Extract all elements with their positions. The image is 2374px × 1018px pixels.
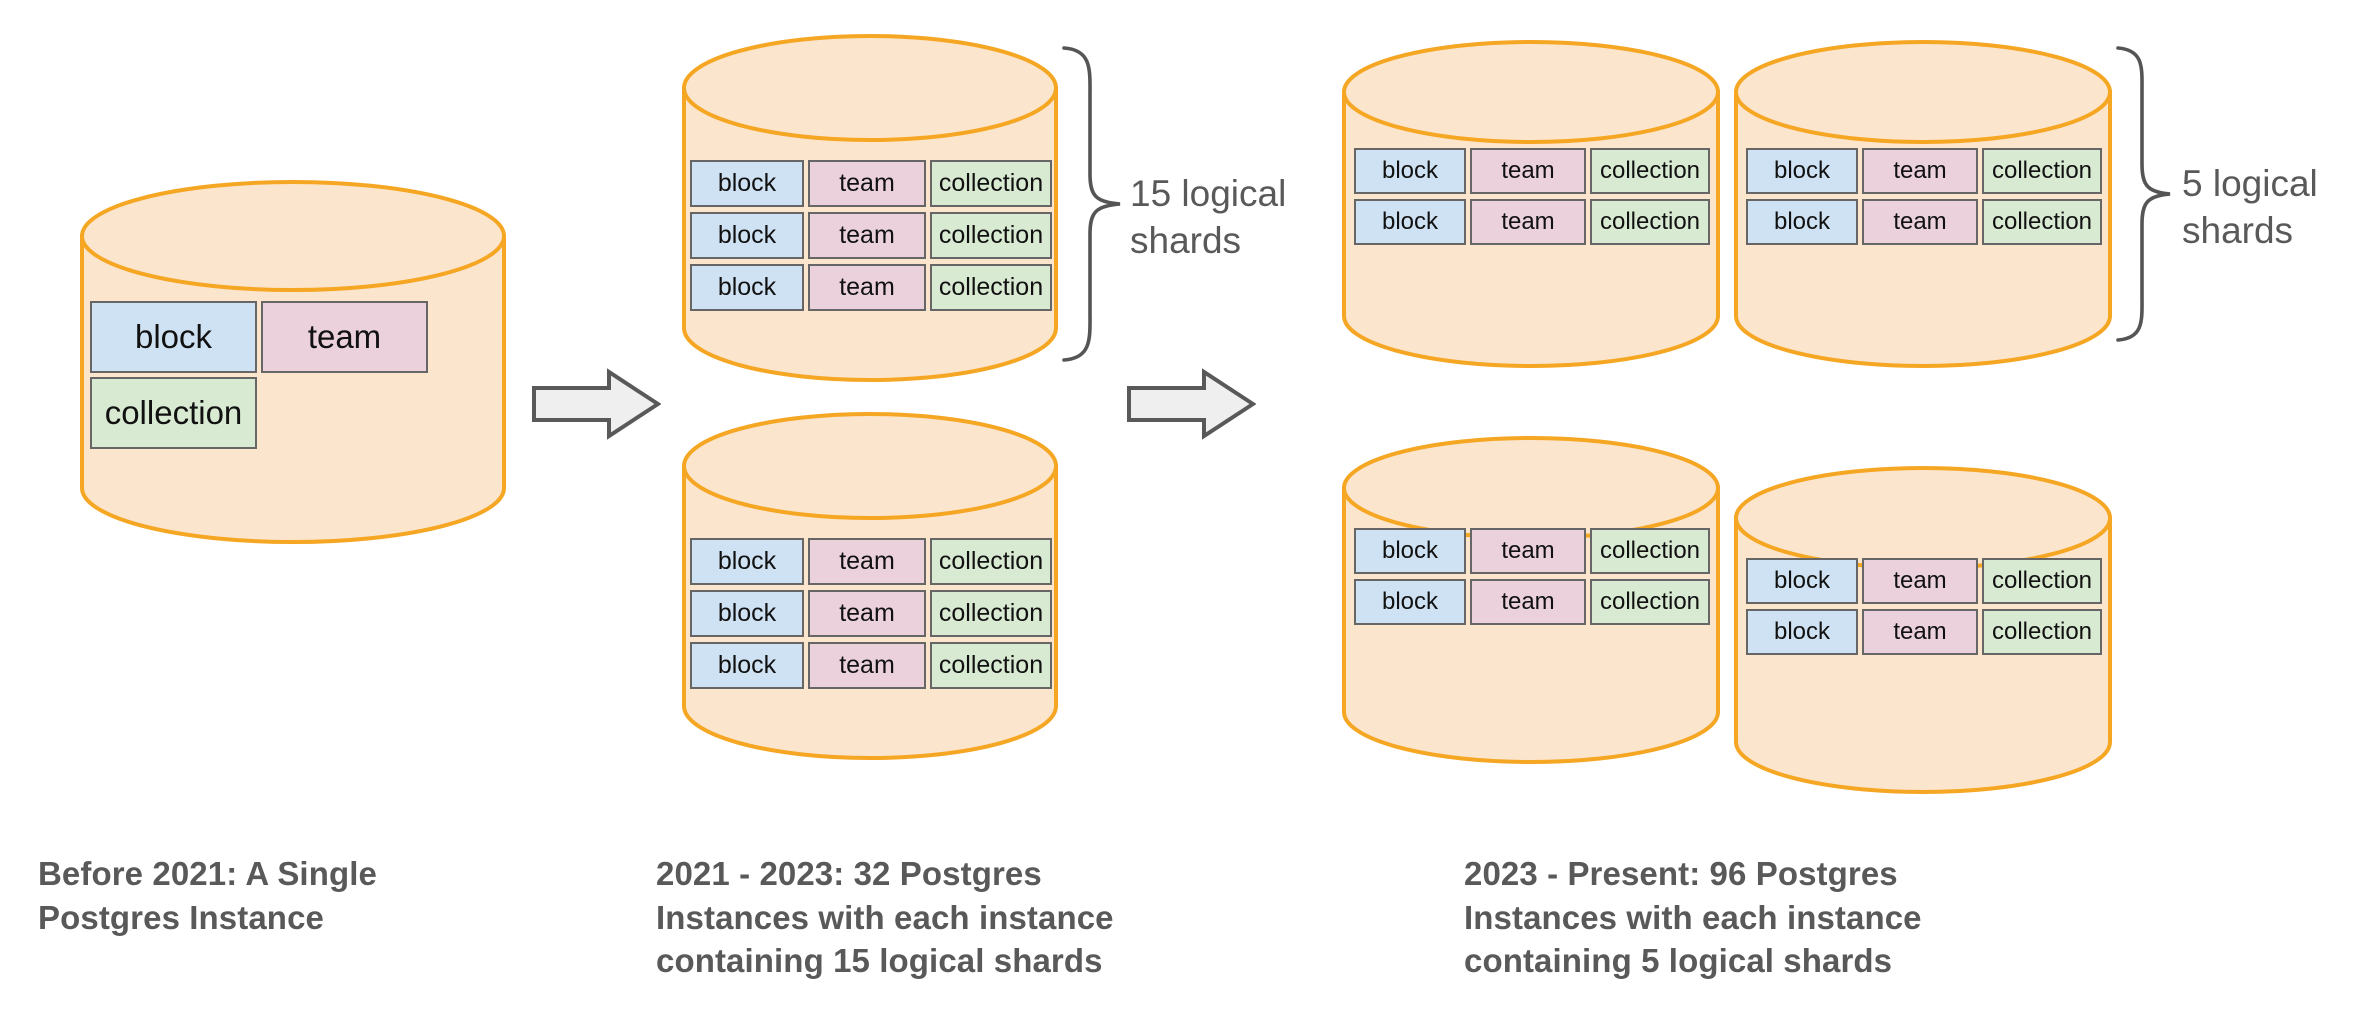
stage2-top-shard-grid: block team collection block team collect… [690,160,1052,311]
stage3-cylinder-bottom-right: block team collection block team collect… [1732,466,2114,796]
shard-team[interactable]: team [1470,579,1586,625]
shard-block[interactable]: block [1746,148,1858,194]
stage3-brace [2116,46,2171,342]
stage2-brace [1062,46,1121,362]
shard-collection[interactable]: collection [930,264,1052,311]
stage1-cylinder: block team collection [78,178,508,546]
shard-collection[interactable]: collection [1590,199,1710,245]
shard-team[interactable]: team [808,160,926,207]
shard-collection[interactable]: collection [1982,609,2102,655]
shard-team[interactable]: team [808,538,926,585]
shard-collection[interactable]: collection [930,160,1052,207]
shard-team[interactable]: team [1862,609,1978,655]
shard-collection[interactable]: collection [1590,579,1710,625]
shard-block[interactable]: block [690,212,804,259]
shard-block[interactable]: block [1354,528,1466,574]
shard-block[interactable]: block [1746,199,1858,245]
stage3-cylinder-bottom-left: block team collection block team collect… [1340,436,1722,766]
shard-block[interactable]: block [1746,609,1858,655]
shard-block[interactable]: block [690,590,804,637]
stage1-shard-grid: block team collection [90,301,428,449]
shard-block[interactable]: block [690,264,804,311]
shard-team[interactable]: team [808,212,926,259]
shard-team[interactable]: team [1470,528,1586,574]
stage2-brace-label: 15 logical shards [1130,173,1287,262]
shard-collection[interactable]: collection [1590,148,1710,194]
shard-team[interactable]: team [1470,199,1586,245]
shard-team[interactable]: team [808,642,926,689]
shard-block[interactable]: block [690,538,804,585]
stage3-caption: 2023 - Present: 96 Postgres Instances wi… [1464,855,1922,980]
shard-team[interactable]: team [1862,199,1978,245]
shard-team[interactable]: team [1862,148,1978,194]
shard-collection[interactable]: collection [1982,199,2102,245]
shard-team[interactable]: team [808,590,926,637]
shard-block[interactable]: block [690,160,804,207]
shard-collection[interactable]: collection [1590,528,1710,574]
shard-collection[interactable]: collection [1982,148,2102,194]
stage2-cylinder-bottom: block team collection block team collect… [680,410,1060,762]
shard-collection[interactable]: collection [90,377,257,449]
shard-block[interactable]: block [90,301,257,373]
shard-collection[interactable]: collection [930,538,1052,585]
stage2-bottom-shard-grid: block team collection block team collect… [690,538,1052,689]
shard-collection[interactable]: collection [930,642,1052,689]
stage3-cylinder-top-right: block team collection block team collect… [1732,40,2114,370]
shard-block[interactable]: block [1354,579,1466,625]
stage2-caption: 2021 - 2023: 32 Postgres Instances with … [656,855,1114,980]
stage3-brace-label: 5 logical shards [2182,163,2318,252]
arrow-2 [1127,368,1256,440]
shard-team[interactable]: team [1470,148,1586,194]
stage3-bl-shard-grid: block team collection block team collect… [1354,528,1710,625]
shard-block[interactable]: block [1746,558,1858,604]
shard-team[interactable]: team [1862,558,1978,604]
shard-team[interactable]: team [808,264,926,311]
shard-collection[interactable]: collection [930,212,1052,259]
shard-block[interactable]: block [1354,199,1466,245]
shard-block[interactable]: block [690,642,804,689]
stage3-br-shard-grid: block team collection block team collect… [1746,558,2102,655]
shard-collection[interactable]: collection [1982,558,2102,604]
stage2-cylinder-top: block team collection block team collect… [680,32,1060,384]
stage3-tl-shard-grid: block team collection block team collect… [1354,148,1710,245]
stage3-cylinder-top-left: block team collection block team collect… [1340,40,1722,370]
stage3-tr-shard-grid: block team collection block team collect… [1746,148,2102,245]
shard-block[interactable]: block [1354,148,1466,194]
stage1-caption: Before 2021: A Single Postgres Instance [38,855,377,936]
shard-team[interactable]: team [261,301,428,373]
arrow-1 [532,368,661,440]
shard-collection[interactable]: collection [930,590,1052,637]
